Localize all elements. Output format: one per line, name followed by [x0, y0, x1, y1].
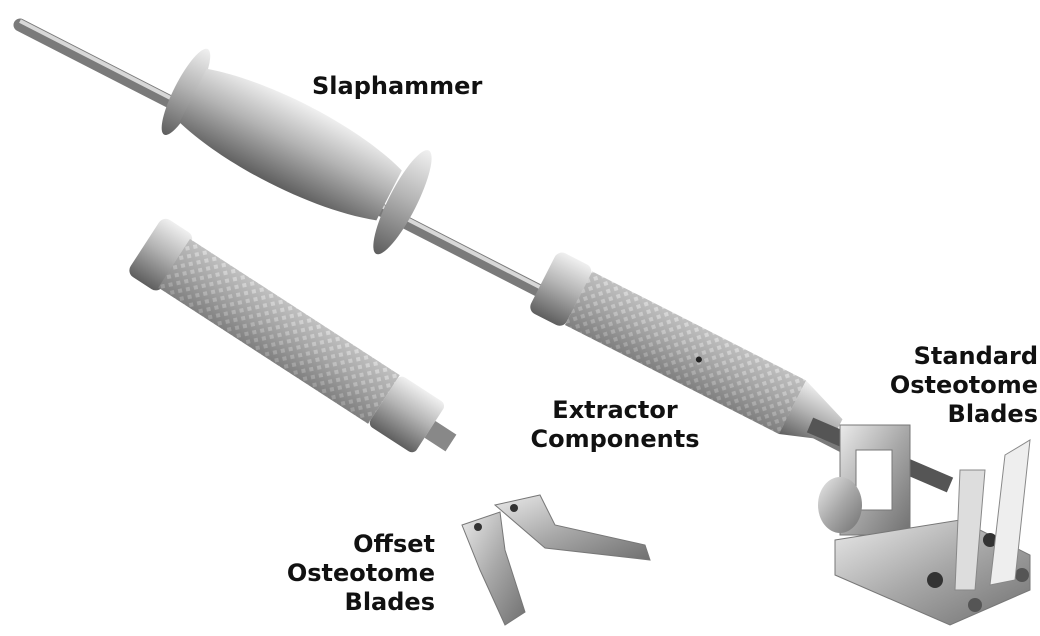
label-slaphammer: Slaphammer: [312, 72, 483, 100]
label-line: Osteotome: [286, 559, 435, 587]
label-offset-osteotome-blades: Offset Osteotome Blades: [275, 530, 435, 617]
label-line: Components: [530, 425, 700, 453]
standard-osteotome-blades: [806, 417, 1031, 626]
label-line: Offset: [353, 530, 435, 558]
label-line: Osteotome: [889, 371, 1038, 399]
label-standard-osteotome-blades: Standard Osteotome Blades: [890, 342, 1038, 429]
extractor-components: [129, 218, 457, 453]
label-line: Blades: [947, 400, 1038, 428]
label-line: Standard: [913, 342, 1038, 370]
offset-osteotome-blades: [461, 494, 651, 626]
label-line: Blades: [344, 588, 435, 616]
label-extractor-components: Extractor Components: [530, 396, 700, 454]
slaphammer: [13, 18, 867, 462]
label-line: Extractor: [552, 396, 678, 424]
